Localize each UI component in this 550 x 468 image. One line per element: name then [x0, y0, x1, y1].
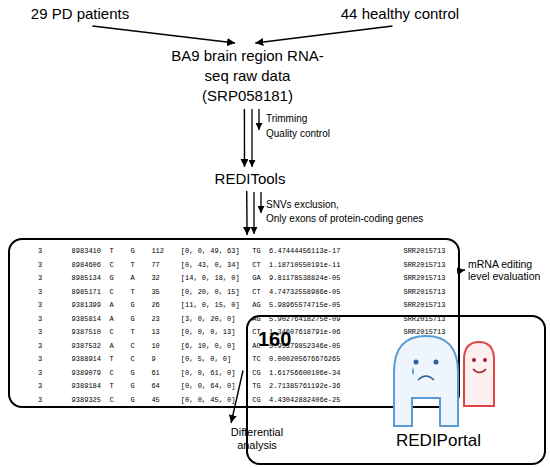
count-number: 160 [258, 327, 291, 351]
step-arrow [260, 192, 261, 213]
flow-arrow [246, 191, 248, 235]
group-label: 29 PD patients [18, 5, 142, 23]
redi-logo [394, 336, 494, 426]
group-label: 44 healthy control [325, 5, 475, 23]
tool-name: REDITools [195, 170, 305, 188]
flow-arrow [231, 371, 243, 424]
data-source: BA9 brain region RNA-seq raw data (SRP05… [170, 46, 325, 106]
step-arrow [253, 192, 254, 234]
node-text: Differential analysis [220, 426, 294, 452]
node-text: REDITools [195, 170, 305, 188]
table-row: 3 9381399 A G 26 [11, 0, 15, 0] AG 5.989… [38, 299, 445, 313]
step-label: Quality control [266, 128, 330, 139]
step-label: Trimming [266, 113, 307, 124]
table-row: 3 8985171 C T 35 [0, 20, 0, 15] CT 4.747… [38, 286, 445, 300]
flow-arrow [92, 26, 235, 43]
data-table-box: 3 8983410 T G 112 [0, 0, 49, 63] TG 6.47… [8, 238, 460, 408]
step-arrow [251, 109, 252, 167]
table-row: 3 9389325 C G 45 [0, 0, 45, 0] CG 4.4304… [38, 394, 340, 408]
table-row: 3 9387532 A C 10 [6, 10, 0, 0] AC 5.9537… [38, 340, 340, 354]
table-row: 3 9387510 C T 13 [0, 0, 0, 13] CT 1.3460… [38, 326, 445, 340]
output-label: Differential analysis [220, 426, 294, 452]
table-row: 3 9389184 T G 64 [0, 0, 64, 0] TG 2.7138… [38, 380, 340, 394]
flow-arrow [255, 26, 392, 43]
node-text: 44 healthy control [325, 5, 475, 23]
node-text: mRNA editing level evaluation [468, 258, 548, 282]
table-row: 3 9389079 C G 61 [0, 0, 61, 0] CG 1.6175… [38, 367, 340, 381]
database-box: 160REDIPortal [246, 315, 546, 465]
node-text: BA9 brain region RNA-seq raw data (SRP05… [170, 46, 325, 106]
step-arrow [258, 109, 259, 130]
table-row: 3 9388914 T C 9 [0, 5, 0, 0] TC 0.000205… [38, 353, 340, 367]
flow-arrow [244, 109, 246, 167]
step-label: Only exons of protein-coding genes [266, 213, 423, 224]
database-name: REDIPortal [396, 431, 481, 451]
node-text: 29 PD patients [18, 5, 142, 23]
output-label: mRNA editing level evaluation [468, 258, 548, 282]
flow-arrow [463, 269, 465, 271]
table-row: 3 8984606 C T 77 [0, 43, 0, 34] CT 1.187… [38, 259, 445, 273]
table-row: 3 8983410 T G 112 [0, 0, 49, 63] TG 6.47… [38, 245, 445, 259]
table-row: 3 8985134 G A 32 [14, 0, 18, 0] GA 9.811… [38, 272, 445, 286]
step-label: SNVs exclusion, [266, 199, 339, 210]
